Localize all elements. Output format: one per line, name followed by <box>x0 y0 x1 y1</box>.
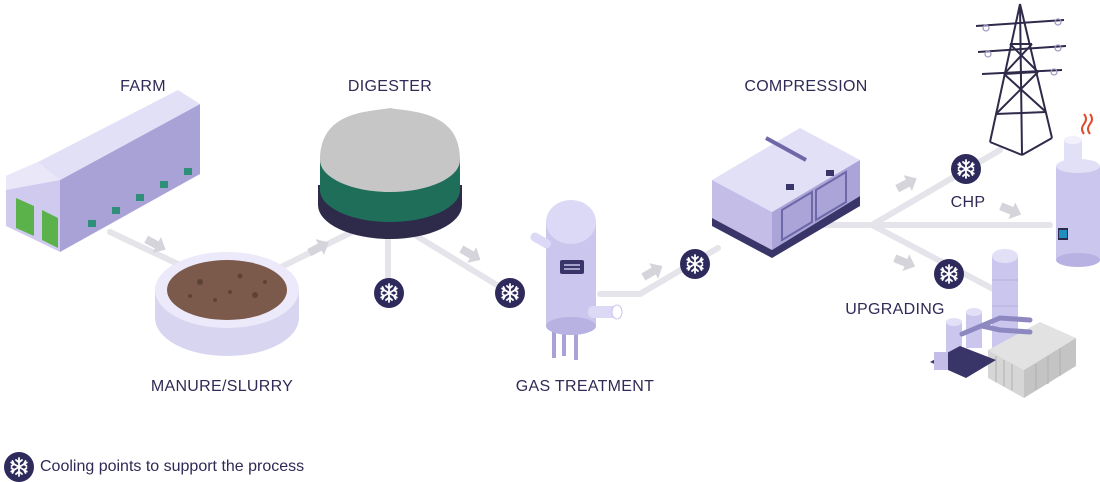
upgrading-plant <box>930 249 1076 398</box>
label-compression: COMPRESSION <box>744 78 868 95</box>
snowflake-icon <box>373 277 405 309</box>
power-pylon <box>975 3 1067 156</box>
flow-arrow-icon <box>997 197 1025 223</box>
compressor-unit <box>712 128 860 258</box>
legend-text: Cooling points to support the process <box>40 458 305 475</box>
snowflake-icon <box>679 248 711 280</box>
snowflake-icon <box>933 258 965 290</box>
farm-barn <box>6 90 200 252</box>
label-digester: DIGESTER <box>347 78 433 95</box>
cooling-points <box>373 153 982 309</box>
label-gas-treatment: GAS TREATMENT <box>515 378 655 395</box>
label-manure-slurry: MANURE/SLURRY <box>150 378 294 395</box>
label-upgrading: UPGRADING <box>845 301 945 318</box>
digester-tank <box>318 108 462 239</box>
flow-arrow-icon <box>304 234 333 261</box>
label-farm: FARM <box>120 78 166 95</box>
gas-treatment-vessel <box>530 200 623 360</box>
label-chp: CHP <box>950 194 986 211</box>
snowflake-icon <box>494 277 526 309</box>
flow-arrow-icon <box>891 249 919 275</box>
snowflake-icon <box>950 153 982 185</box>
legend: Cooling points to support the process <box>4 452 304 482</box>
flow-arrow-icon <box>892 170 921 197</box>
chp-boiler <box>1056 113 1100 267</box>
manure-pit <box>155 252 299 356</box>
snowflake-icon <box>4 452 34 482</box>
